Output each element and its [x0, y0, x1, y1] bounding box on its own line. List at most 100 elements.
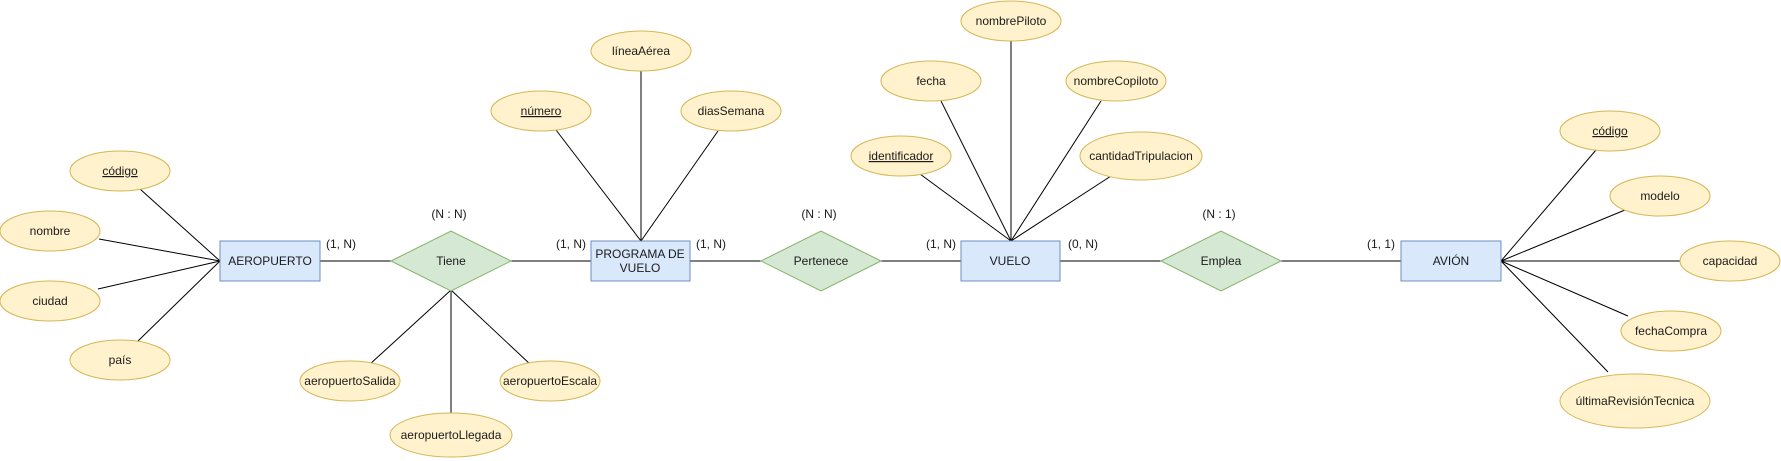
participation-programa-pertenece: (1, N)	[696, 237, 726, 251]
participation-programa-tiene: (1, N)	[556, 237, 586, 251]
attribute-ellipse	[490, 90, 592, 132]
attribute-ciudad[interactable]: ciudad	[0, 280, 101, 322]
attribute-numero[interactable]: número	[490, 90, 592, 132]
attribute-label: fecha	[916, 74, 946, 88]
entity-label: VUELO	[990, 254, 1031, 268]
attribute-cantidadTripulacion[interactable]: cantidadTripulacion	[1079, 131, 1203, 181]
attribute-label: capacidad	[1703, 254, 1758, 268]
line-vuelo-fecha	[940, 100, 1012, 242]
entity-aeropuerto[interactable]: AEROPUERTO	[219, 240, 321, 282]
relationship-label: Tiene	[436, 254, 466, 268]
attribute-ellipse	[499, 360, 601, 402]
attribute-label: código	[102, 164, 138, 178]
attribute-label: aeropuertoLlegada	[401, 428, 502, 442]
attribute-ellipse	[1065, 60, 1167, 102]
line-programa-numero	[555, 129, 642, 242]
attribute-nombreCopiloto[interactable]: nombreCopiloto	[1065, 60, 1167, 102]
relationship-diamond	[759, 230, 883, 292]
attribute-fecha[interactable]: fecha	[880, 60, 982, 102]
relationship-label: Emplea	[1201, 254, 1242, 268]
attribute-ellipse	[1609, 175, 1711, 217]
line-aeropuerto-pais	[137, 260, 221, 342]
attribute-ellipse	[680, 90, 782, 132]
participation-vuelo-emplea: (0, N)	[1068, 237, 1098, 251]
attribute-ellipse	[1559, 110, 1661, 152]
line-avion-codigo	[1500, 149, 1597, 262]
cardinality-pertenece: (N : N)	[801, 207, 836, 221]
attribute-aeropuertoEscala[interactable]: aeropuertoEscala	[499, 360, 601, 402]
attribute-label: líneaAérea	[612, 44, 670, 58]
line-avion-revision	[1500, 260, 1609, 373]
line-vuelo-identificador	[919, 173, 1012, 242]
attribute-codigo[interactable]: código	[69, 150, 171, 192]
attribute-label: aeropuertoSalida	[304, 374, 396, 388]
line-aeropuerto-nombre	[98, 238, 221, 262]
attribute-label: nombre	[30, 224, 71, 238]
attribute-ellipse	[880, 60, 982, 102]
attribute-nombrePiloto[interactable]: nombrePiloto	[960, 0, 1062, 42]
relationship-label: Pertenece	[794, 254, 849, 268]
attribute-ellipse	[1620, 310, 1722, 352]
entity-box	[219, 240, 321, 282]
attribute-label: diasSemana	[698, 104, 765, 118]
attribute-avion-codigo[interactable]: código	[1559, 110, 1661, 152]
attribute-label: aeropuertoEscala	[503, 374, 597, 388]
relationship-pertenece[interactable]: Pertenece	[759, 230, 883, 292]
entity-avion[interactable]: AVIÓN	[1400, 240, 1502, 282]
entity-programa-de-vuelo[interactable]: PROGRAMA DE VUELO	[590, 240, 691, 282]
attribute-label: fechaCompra	[1635, 324, 1707, 338]
attribute-diasSemana[interactable]: diasSemana	[680, 90, 782, 132]
line-avion-modelo	[1500, 209, 1626, 262]
entity-vuelo[interactable]: VUELO	[960, 240, 1061, 282]
line-vuelo-tripulacion	[1010, 175, 1112, 242]
participation-aeropuerto-tiene: (1, N)	[326, 237, 356, 251]
line-aeropuerto-ciudad	[97, 260, 221, 290]
attribute-label: últimaRevisiónTecnica	[1576, 394, 1695, 408]
line-avion-fechaCompra	[1500, 260, 1629, 317]
line-tiene-escala	[450, 289, 532, 366]
cardinality-emplea: (N : 1)	[1202, 207, 1235, 221]
attribute-pais[interactable]: país	[69, 339, 171, 381]
attribute-label: identificador	[869, 149, 934, 163]
line-programa-dias	[640, 130, 719, 242]
entity-label: PROGRAMA DE	[595, 247, 684, 261]
attribute-label: país	[109, 353, 132, 367]
relationship-tiene[interactable]: Tiene	[389, 230, 513, 292]
attribute-label: ciudad	[32, 294, 67, 308]
participation-avion-emplea: (1, 1)	[1367, 237, 1395, 251]
relationship-emplea[interactable]: Emplea	[1159, 230, 1283, 292]
attribute-ellipse	[0, 210, 101, 252]
entity-box	[1400, 240, 1502, 282]
attribute-ellipse	[69, 339, 171, 381]
entity-label: AEROPUERTO	[228, 254, 312, 268]
entity-box	[960, 240, 1061, 282]
attribute-ellipse	[850, 135, 952, 177]
attribute-label: modelo	[1640, 189, 1680, 203]
attribute-modelo[interactable]: modelo	[1609, 175, 1711, 217]
attribute-ultimaRevisionTecnica[interactable]: últimaRevisiónTecnica	[1559, 373, 1711, 429]
line-aeropuerto-codigo	[139, 188, 221, 262]
connectors	[97, 39, 1681, 413]
attribute-identificador[interactable]: identificador	[850, 135, 952, 177]
line-tiene-salida	[368, 289, 452, 366]
attribute-ellipse	[960, 0, 1062, 42]
attribute-ellipse	[69, 150, 171, 192]
attribute-ellipse	[1679, 240, 1781, 282]
relationship-diamond	[389, 230, 513, 292]
attribute-aeropuertoSalida[interactable]: aeropuertoSalida	[299, 360, 401, 402]
relationship-diamond	[1159, 230, 1283, 292]
attribute-lineaAerea[interactable]: líneaAérea	[590, 30, 692, 72]
attribute-label: número	[521, 104, 562, 118]
attribute-aeropuertoLlegada[interactable]: aeropuertoLlegada	[389, 412, 513, 458]
participation-vuelo-pertenece: (1, N)	[926, 237, 956, 251]
attribute-fechaCompra[interactable]: fechaCompra	[1620, 310, 1722, 352]
attribute-ellipse	[590, 30, 692, 72]
attribute-ellipse	[389, 412, 513, 458]
attribute-capacidad[interactable]: capacidad	[1679, 240, 1781, 282]
attribute-label: cantidadTripulacion	[1089, 149, 1193, 163]
entity-box	[590, 240, 691, 282]
attribute-nombre[interactable]: nombre	[0, 210, 101, 252]
attribute-label: código	[1592, 124, 1628, 138]
entity-label-line2: VUELO	[620, 261, 661, 275]
